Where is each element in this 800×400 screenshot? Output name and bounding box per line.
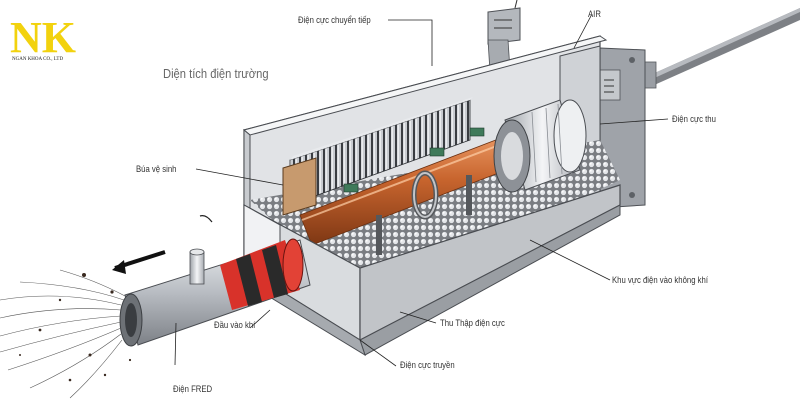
logo-company-name: NGAN KHOA CO., LTD — [12, 57, 64, 62]
label-dien-cuc-truyen: Điện cực truyền — [400, 360, 455, 370]
collector-drum — [493, 99, 587, 193]
label-dien-cuc-thu: Điện cực thu — [672, 114, 716, 124]
label-dau-vao-khi: Đầu vào khí — [214, 320, 256, 330]
label-khu-vuc: Khu vực điện vào không khí — [612, 275, 708, 285]
label-air: AIR — [588, 9, 601, 19]
support-rod — [639, 8, 800, 89]
label-thu-thap: Thu Thập điện cực — [440, 318, 505, 328]
logo-letters: NK — [10, 13, 76, 62]
insulator-clips — [343, 127, 485, 193]
cleaning-hammer — [282, 157, 317, 216]
company-logo: NK — [8, 12, 76, 62]
label-dien-fred: Điện FRED — [173, 384, 213, 394]
gas-inlet-pipe — [119, 238, 311, 347]
dust-spray — [0, 269, 126, 399]
dust-particles — [19, 273, 132, 382]
leader-lines — [174, 13, 669, 367]
label-dien-cuc-chuyen-tiep: Điện cực chuyển tiếp — [298, 15, 371, 25]
diagram-title: Diện tích điện trường — [163, 66, 269, 81]
label-bua-ve-sinh: Búa vệ sinh — [136, 164, 177, 174]
